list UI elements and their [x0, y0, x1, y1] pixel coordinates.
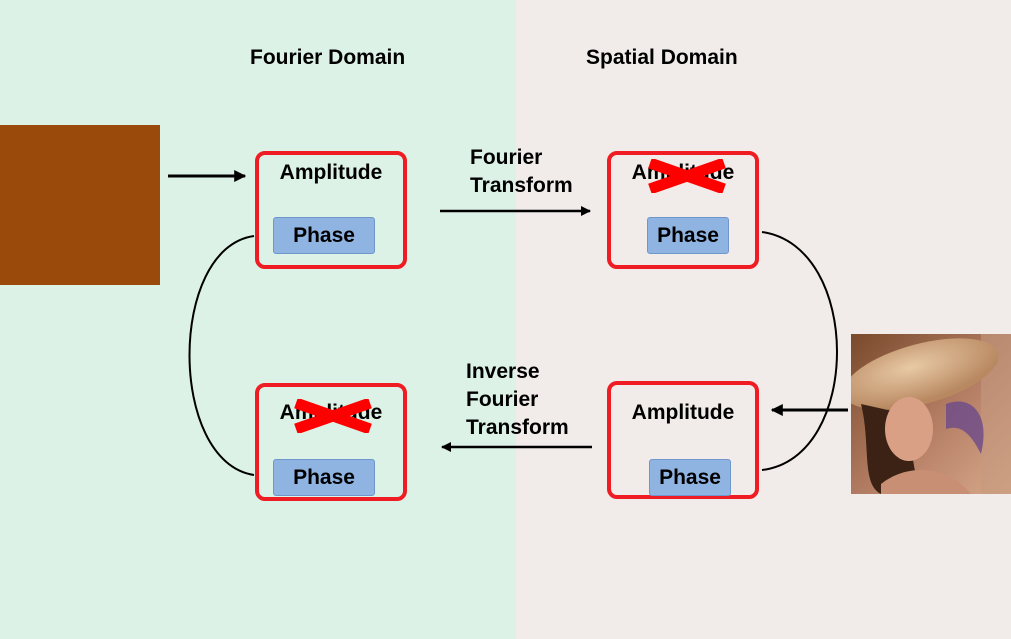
spatial-domain-heading: Spatial Domain [586, 46, 738, 69]
spatial-domain-panel [516, 0, 1011, 639]
discard-cross-icon [648, 159, 726, 193]
forward-transform-line1: Fourier [470, 146, 543, 169]
fourier-top-box: Amplitude Phase [255, 151, 407, 269]
amplitude-label: Amplitude [279, 161, 383, 184]
inverse-transform-label: Inverse Fourier Transform [466, 358, 569, 442]
left-loop-curve [188, 235, 255, 476]
portrait-photo [851, 334, 1011, 494]
phase-block: Phase [647, 217, 729, 254]
phase-block: Phase [273, 217, 375, 254]
right-loop-curve [761, 231, 838, 471]
forward-transform-label: Fourier Transform [470, 144, 573, 200]
fourier-domain-heading: Fourier Domain [250, 46, 406, 69]
fourier-domain-panel [0, 0, 516, 639]
discard-cross-icon [294, 399, 372, 433]
phase-block: Phase [273, 459, 375, 496]
input-image-block [0, 125, 160, 285]
inverse-transform-line1: Inverse [466, 360, 540, 383]
inverse-transform-line3: Transform [466, 416, 569, 439]
spatial-bottom-box: Amplitude Phase [607, 381, 759, 499]
inverse-transform-line2: Fourier [466, 388, 539, 411]
phase-block: Phase [649, 459, 731, 496]
spatial-top-box: Amplitude Phase [607, 151, 759, 269]
amplitude-label: Amplitude [631, 401, 735, 424]
forward-transform-line2: Transform [470, 174, 573, 197]
fourier-bottom-box: Amplitude Phase [255, 383, 407, 501]
